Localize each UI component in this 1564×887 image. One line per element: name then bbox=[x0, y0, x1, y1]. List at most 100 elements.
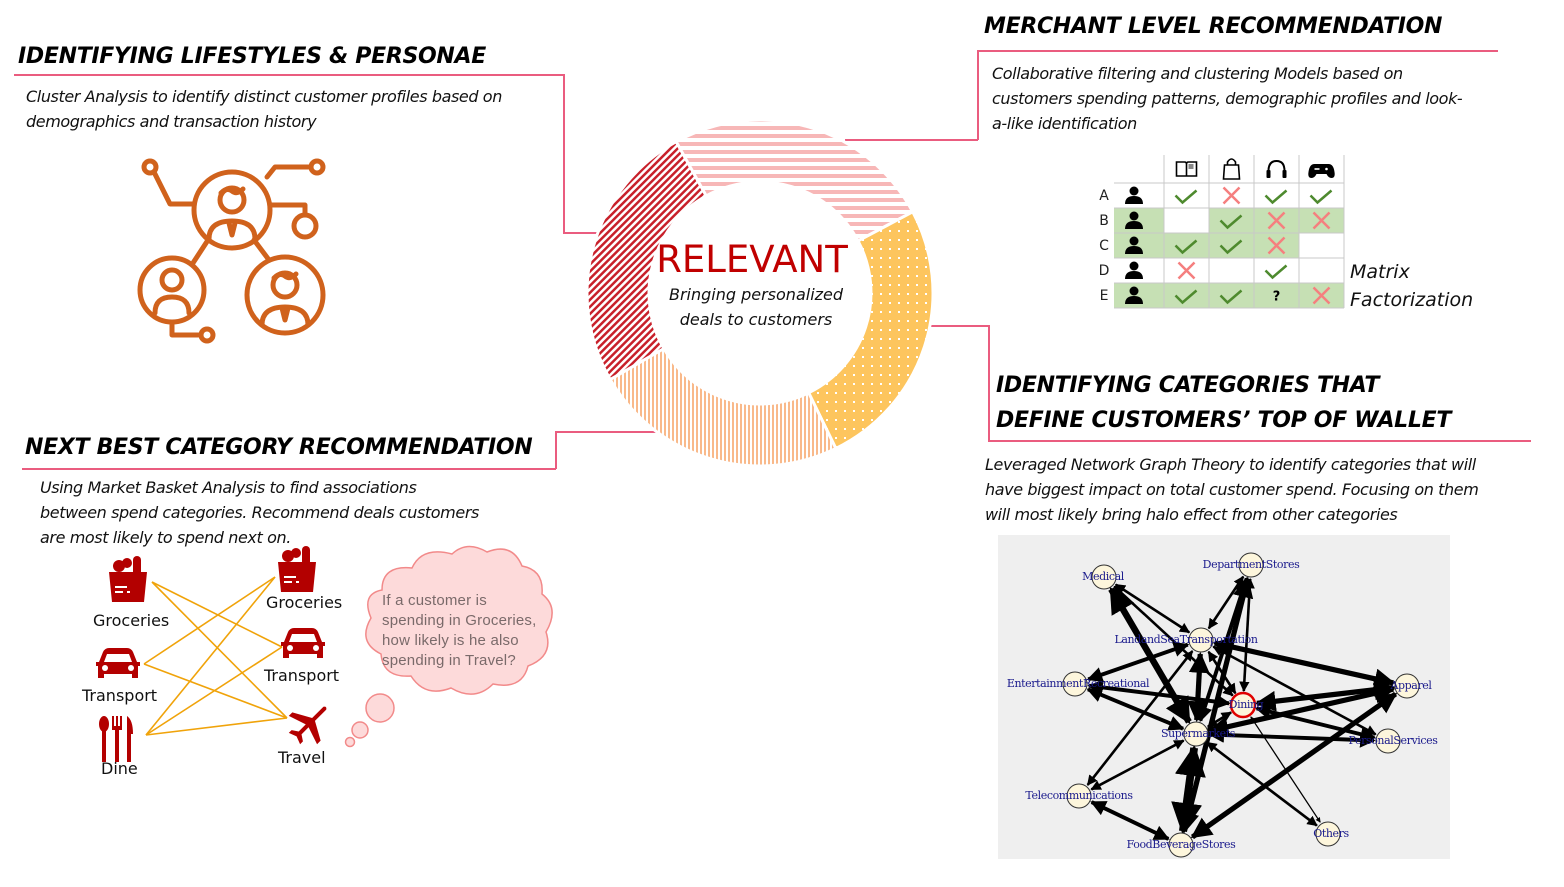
check-icon bbox=[1174, 289, 1198, 305]
thought-line2: spending in Groceries, bbox=[382, 612, 537, 629]
book-icon bbox=[1175, 161, 1198, 177]
node-label: LandandSeaTransportation bbox=[1114, 633, 1257, 646]
check-icon bbox=[1264, 264, 1288, 280]
left-transport-label: Transport bbox=[82, 686, 158, 705]
cross-icon bbox=[1312, 286, 1331, 305]
cross-icon bbox=[1267, 211, 1286, 230]
matrix-row-label: A bbox=[1099, 188, 1109, 204]
node-label: Others bbox=[1313, 827, 1349, 840]
matrix-caption-line2: Factorization bbox=[1350, 289, 1474, 311]
merchant-desc-line2: customers spending patterns, demographic… bbox=[992, 89, 1463, 108]
center-subtitle-line1: Bringing personalized bbox=[669, 285, 844, 304]
center-subtitle-line2: deals to customers bbox=[680, 310, 833, 329]
merchant-description: Collaborative filtering and clustering M… bbox=[992, 61, 1532, 136]
dine-icon-left bbox=[99, 716, 133, 762]
edge-FoodBeverageStores-Apparel bbox=[1190, 691, 1398, 840]
ring-segment-right bbox=[806, 209, 935, 451]
categories-heading: IDENTIFYING CATEGORIES THAT DEFINE CUSTO… bbox=[996, 368, 1451, 438]
next-best-desc-line1: Using Market Basket Analysis to find ass… bbox=[40, 478, 417, 497]
categories-heading-line1: IDENTIFYING CATEGORIES THAT bbox=[996, 373, 1380, 398]
node-label: FoodBeverageStores bbox=[1127, 838, 1237, 851]
cross-icon bbox=[1312, 211, 1331, 230]
association-Groceries-Travel bbox=[151, 581, 288, 719]
node-label: DepartmentStores bbox=[1203, 558, 1300, 571]
user-icon bbox=[1125, 236, 1143, 254]
user-icon bbox=[1125, 211, 1143, 229]
edge-Supermarkets-Telecommunications bbox=[1090, 739, 1185, 791]
user-icon bbox=[1125, 186, 1143, 204]
groceries-icon-right bbox=[278, 546, 316, 592]
lifestyles-heading: IDENTIFYING LIFESTYLES & PERSONAE bbox=[18, 44, 486, 69]
check-icon bbox=[1174, 239, 1198, 255]
categories-description: Leveraged Network Graph Theory to identi… bbox=[985, 452, 1545, 527]
shopping-bag-icon bbox=[1222, 158, 1241, 180]
node-label: Supermarkets bbox=[1161, 727, 1236, 740]
matrix-factorization-caption: Matrix Factorization bbox=[1350, 258, 1473, 314]
user-icon bbox=[1125, 261, 1143, 279]
next-best-desc-line2: between spend categories. Recommend deal… bbox=[40, 503, 479, 522]
thought-line1: If a customer is bbox=[382, 592, 487, 609]
node-label: Dining bbox=[1229, 698, 1264, 711]
car-icon-left bbox=[96, 648, 140, 678]
matrix-row-label: C bbox=[1099, 238, 1109, 254]
matrix-caption-line1: Matrix bbox=[1350, 261, 1410, 283]
left-groceries-label: Groceries bbox=[93, 611, 170, 630]
next-best-desc-line3: are most likely to spend next on. bbox=[40, 528, 291, 547]
categories-desc-line1: Leveraged Network Graph Theory to identi… bbox=[985, 455, 1476, 474]
matrix-row-C: C bbox=[1099, 233, 1299, 258]
node-label: EntertainmentRecreational bbox=[1007, 677, 1150, 690]
right-travel-label: Travel bbox=[278, 748, 326, 767]
thought-bubble bbox=[344, 545, 553, 748]
association-Dine-Transport bbox=[145, 646, 283, 736]
node-PersonalServices: PersonalServices bbox=[1348, 728, 1439, 754]
matrix-row-label: E bbox=[1100, 288, 1109, 304]
relevance-donut: RELEVANT Bringing personalized deals to … bbox=[585, 118, 935, 468]
category-network-graph: Medical DepartmentStoresLandandSeaTranspo… bbox=[998, 535, 1450, 859]
node-Others: Others bbox=[1313, 821, 1350, 847]
matrix-row-A: A bbox=[1099, 186, 1333, 205]
categories-desc-line3: will most likely bring halo effect from … bbox=[985, 505, 1398, 524]
matrix-row-B: B bbox=[1099, 208, 1344, 233]
merchant-heading: MERCHANT LEVEL RECOMMENDATION bbox=[984, 14, 1443, 39]
node-label: Medical bbox=[1082, 570, 1125, 583]
ring-segment-left bbox=[585, 139, 709, 382]
groceries-icon-left bbox=[109, 556, 147, 602]
node-DepartmentStores: DepartmentStores bbox=[1203, 552, 1300, 578]
node-Telecommunications: Telecommunications bbox=[1025, 783, 1134, 809]
node-Dining: Dining bbox=[1229, 691, 1264, 719]
thought-line4: spending in Travel? bbox=[382, 652, 516, 669]
association-Dine-Travel bbox=[145, 717, 288, 736]
node-label: Telecommunications bbox=[1025, 789, 1133, 802]
gamepad-icon bbox=[1308, 164, 1335, 178]
thought-bubble-text: If a customer is spending in Groceries, … bbox=[382, 591, 536, 671]
next-best-heading: NEXT BEST CATEGORY RECOMMENDATION bbox=[25, 435, 533, 460]
check-icon bbox=[1264, 189, 1288, 205]
node-LandandSeaTransportation: LandandSeaTransportation bbox=[1114, 627, 1258, 653]
association-Transport-Groceries bbox=[143, 576, 276, 665]
association-Dine-Groceries bbox=[145, 576, 276, 736]
lifestyles-description: Cluster Analysis to identify distinct cu… bbox=[26, 84, 566, 134]
association-Transport-Travel bbox=[143, 663, 288, 719]
node-EntertainmentRecreational: EntertainmentRecreational bbox=[1007, 671, 1150, 697]
node-Supermarkets: Supermarkets bbox=[1161, 721, 1236, 747]
merchant-desc-line3: a-like identification bbox=[992, 114, 1137, 133]
node-label: Apparel bbox=[1389, 679, 1432, 692]
check-icon bbox=[1219, 214, 1243, 230]
unknown-rating: ? bbox=[1273, 290, 1281, 305]
association-lines bbox=[143, 576, 288, 736]
cross-icon bbox=[1267, 236, 1286, 255]
user-icon bbox=[1125, 286, 1143, 304]
node-Medical: Medical bbox=[1082, 564, 1125, 590]
right-transport-label: Transport bbox=[264, 666, 340, 685]
categories-heading-line2: DEFINE CUSTOMERS’ TOP OF WALLET bbox=[996, 408, 1452, 433]
categories-desc-line2: have biggest impact on total customer sp… bbox=[985, 480, 1479, 499]
check-icon bbox=[1219, 239, 1243, 255]
node-FoodBeverageStores: FoodBeverageStores bbox=[1127, 832, 1237, 858]
graph-background bbox=[998, 535, 1450, 859]
check-icon bbox=[1174, 189, 1198, 205]
customer-network-icon bbox=[137, 158, 326, 344]
matrix-row-label: D bbox=[1099, 263, 1110, 279]
center-title: RELEVANT bbox=[656, 238, 848, 281]
ring-segment-bottom bbox=[608, 346, 838, 468]
plane-icon-right bbox=[288, 706, 327, 745]
